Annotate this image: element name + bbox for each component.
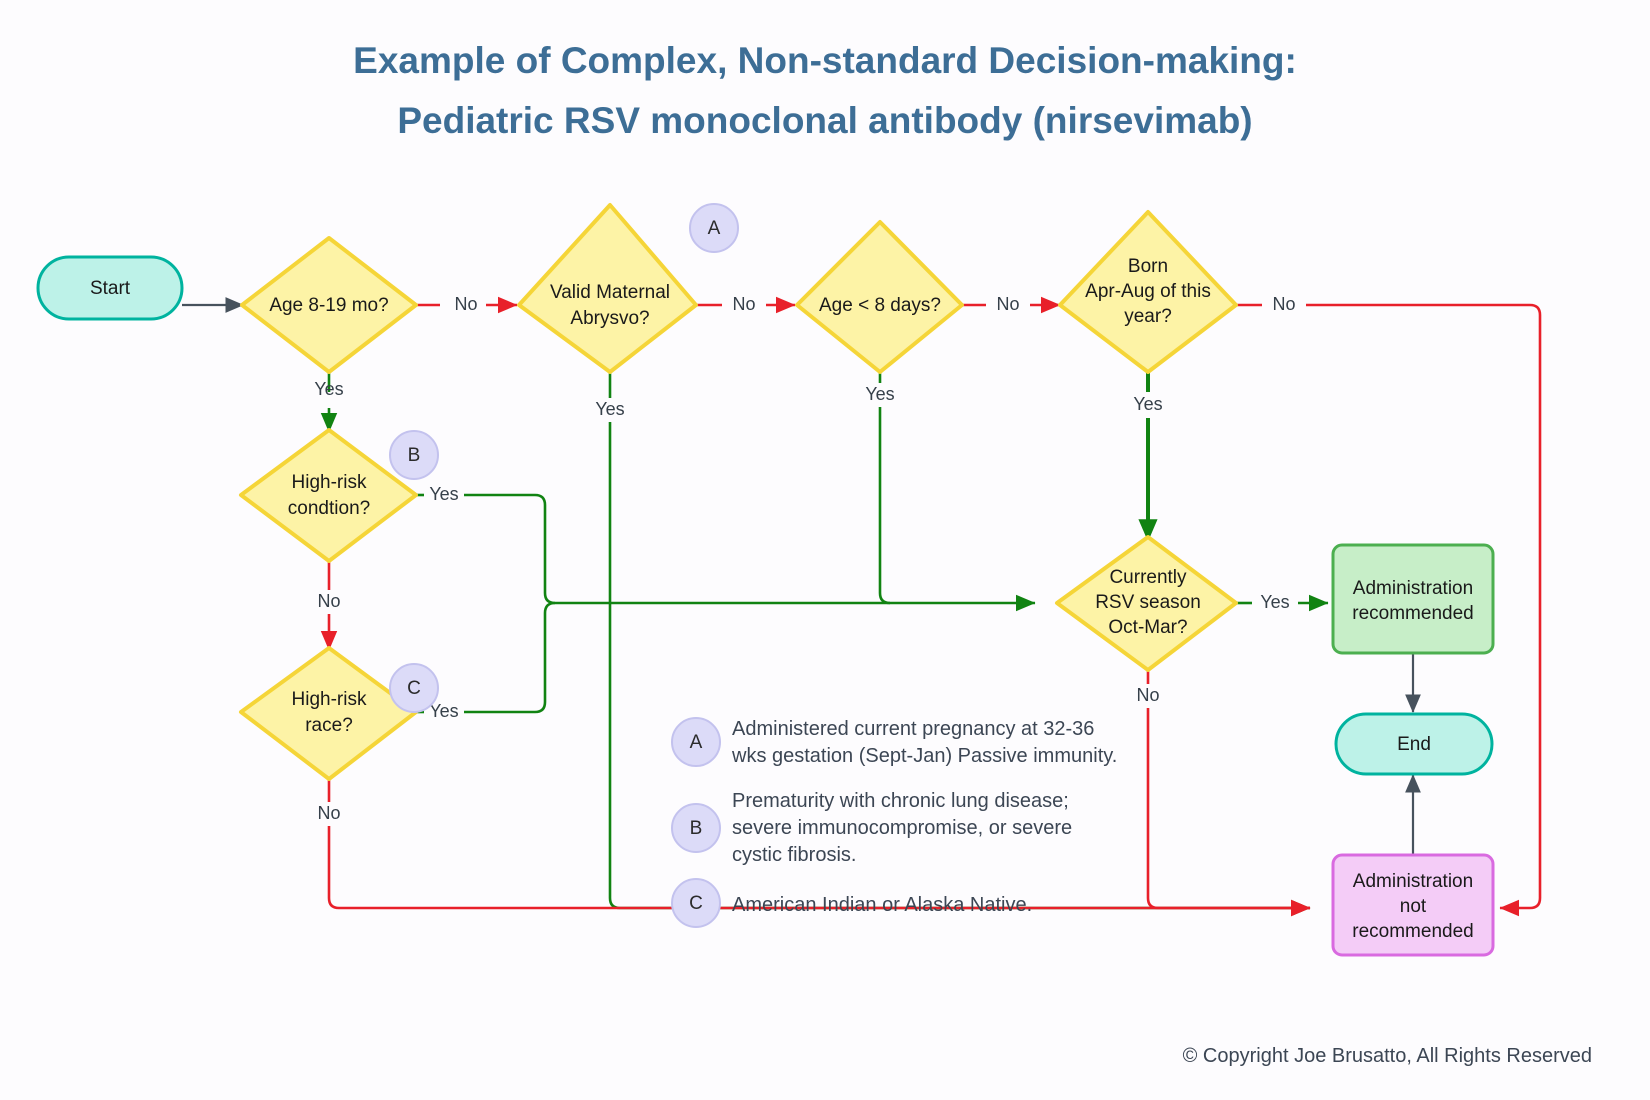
- admin-recommended-label-line1: Administration: [1353, 578, 1473, 599]
- copyright-notice: © Copyright Joe Brusatto, All Rights Res…: [1183, 1045, 1592, 1067]
- admin-not-recommended-label-line3: recommended: [1352, 921, 1473, 942]
- edge-label-abrysvo-yes: Yes: [595, 399, 624, 419]
- badge-a-circle: [689, 203, 739, 253]
- edge-label-born-no: No: [1272, 294, 1295, 314]
- legend-b-line1: Prematurity with chronic lung disease;: [732, 790, 1069, 812]
- maternal-abrysvo-label-line2: Abrysvo?: [570, 308, 649, 329]
- born-apr-aug-label-line3: year?: [1124, 306, 1172, 327]
- edge-label-hrcond-no: No: [317, 591, 340, 611]
- admin-not-recommended-label-line2: not: [1400, 896, 1427, 917]
- edge-label-rsv-no: No: [1136, 685, 1159, 705]
- legend-badge-a-label: A: [690, 732, 703, 753]
- legend-badge-a-circle: [671, 717, 721, 767]
- badge-c-circle: [389, 663, 439, 713]
- legend-a-line1: Administered current pregnancy at 32-36: [732, 718, 1094, 740]
- node-age-8-19[interactable]: Age 8-19 mo?: [240, 236, 418, 374]
- high-risk-condition-label-line1: High-risk: [292, 472, 367, 493]
- end-shape: [1334, 712, 1494, 776]
- badge-a-marker[interactable]: A: [689, 203, 739, 253]
- edge-label-hrcond-yes: Yes: [429, 484, 458, 504]
- edge-label-hrrace-yes: Yes: [429, 701, 458, 721]
- legend-badge-c-label: C: [689, 893, 703, 914]
- age-lt-8-days-shape: [795, 220, 964, 374]
- high-risk-condition-label-line2: condtion?: [288, 498, 370, 519]
- born-apr-aug-label-line1: Born: [1128, 256, 1168, 277]
- legend-entry-c: C American Indian or Alaska Native.: [671, 878, 1032, 928]
- born-apr-aug-shape: [1058, 210, 1238, 374]
- age-8-19-label: Age 8-19 mo?: [269, 295, 388, 316]
- badge-a-label: A: [708, 218, 721, 239]
- edge-label-age-no: No: [454, 294, 477, 314]
- edge-born-no-b: [1306, 303, 1542, 917]
- edge-label-age-yes: Yes: [314, 379, 343, 399]
- legend-a-line2: wks gestation (Sept-Jan) Passive immunit…: [731, 745, 1117, 767]
- admin-recommended-label-line2: recommended: [1352, 603, 1473, 624]
- edge-rsv-no-b: [1146, 708, 1311, 917]
- edge-hrrace-no-b: [327, 826, 1311, 917]
- edge-hrrace-yes-b: [464, 601, 556, 714]
- node-admin-recommended[interactable]: Administration recommended: [1331, 543, 1495, 655]
- edge-label-8days-yes: Yes: [865, 384, 894, 404]
- node-admin-not-recommended[interactable]: Administration not recommended: [1331, 853, 1495, 957]
- admin-not-recommended-label-line1: Administration: [1353, 871, 1473, 892]
- node-start[interactable]: Start: [36, 255, 184, 321]
- badge-c-label: C: [407, 678, 421, 699]
- age-8-19-shape: [240, 236, 418, 374]
- start-label: Start: [90, 278, 131, 299]
- rsv-season-label-line2: RSV season: [1095, 592, 1201, 613]
- node-valid-maternal-abrysvo[interactable]: Valid Maternal Abrysvo?: [517, 203, 698, 374]
- rsv-season-shape: [1055, 535, 1238, 672]
- edge-label-hrrace-no: No: [317, 803, 340, 823]
- maternal-abrysvo-label-line1: Valid Maternal: [550, 282, 670, 303]
- edge-8days-yes-b: [878, 407, 891, 605]
- high-risk-condition-shape: [239, 428, 418, 563]
- badge-c-marker[interactable]: C: [389, 663, 439, 713]
- high-risk-race-shape: [239, 646, 418, 781]
- edge-hrcond-yes-b: [464, 493, 1036, 612]
- born-apr-aug-label-line2: Apr-Aug of this: [1085, 281, 1211, 302]
- legend-b-line3: cystic fibrosis.: [732, 844, 856, 866]
- node-born-apr-aug[interactable]: Born Apr-Aug of this year?: [1058, 210, 1238, 374]
- page-title-line2: Pediatric RSV monoclonal antibody (nirse…: [397, 100, 1252, 141]
- high-risk-race-label-line2: race?: [305, 715, 353, 736]
- legend-badge-c-circle: [671, 878, 721, 928]
- legend-b-line2: severe immunocompromise, or severe: [732, 817, 1072, 839]
- node-high-risk-condition[interactable]: High-risk condtion?: [239, 428, 418, 563]
- edge-label-rsv-yes: Yes: [1260, 592, 1289, 612]
- rsv-season-label-line1: Currently: [1109, 567, 1187, 588]
- admin-not-recommended-shape: [1331, 853, 1495, 957]
- admin-recommended-shape: [1331, 543, 1495, 655]
- legend-badge-b-circle: [671, 803, 721, 853]
- badge-b-circle: [389, 430, 439, 480]
- legend-c-line1: American Indian or Alaska Native.: [732, 894, 1032, 916]
- node-end[interactable]: End: [1334, 712, 1494, 776]
- node-high-risk-race[interactable]: High-risk race?: [239, 646, 418, 781]
- page-title-line1: Example of Complex, Non-standard Decisio…: [353, 40, 1297, 81]
- badge-b-label: B: [408, 445, 421, 466]
- legend-entry-b: B Prematurity with chronic lung disease;…: [671, 790, 1072, 866]
- node-age-lt-8-days[interactable]: Age < 8 days?: [795, 220, 964, 374]
- node-rsv-season[interactable]: Currently RSV season Oct-Mar?: [1055, 535, 1238, 672]
- high-risk-race-label-line1: High-risk: [292, 689, 367, 710]
- start-shape: [36, 255, 184, 321]
- age-lt-8-days-label: Age < 8 days?: [819, 295, 941, 316]
- edge-label-abrysvo-no: No: [732, 294, 755, 314]
- maternal-abrysvo-shape: [517, 203, 698, 374]
- edge-label-born-yes: Yes: [1133, 394, 1162, 414]
- edge-label-8days-no: No: [996, 294, 1019, 314]
- badge-b-marker[interactable]: B: [389, 430, 439, 480]
- legend-entry-a: A Administered current pregnancy at 32-3…: [671, 717, 1117, 767]
- legend-badge-b-label: B: [690, 818, 703, 839]
- end-label: End: [1397, 734, 1431, 755]
- rsv-season-label-line3: Oct-Mar?: [1108, 617, 1187, 638]
